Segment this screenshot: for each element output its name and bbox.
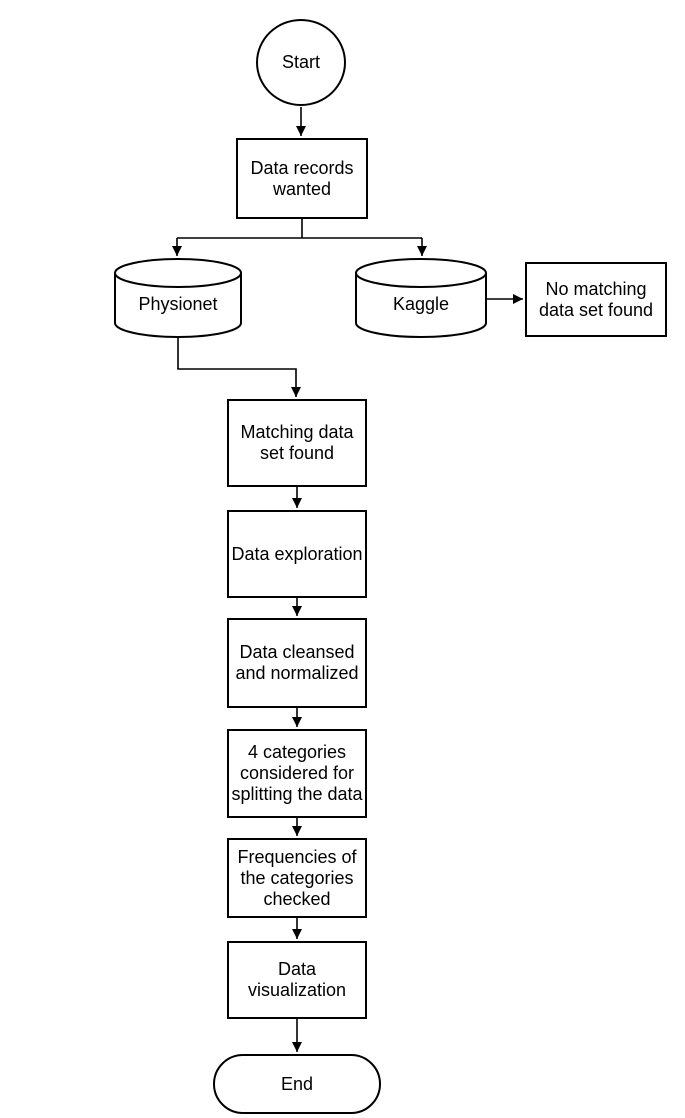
node-end-label: End: [280, 1073, 314, 1094]
node-frequencies-label: Frequencies of the categories checked: [237, 846, 357, 909]
node-data-cleansed-normalized: Data cleansed and normalized: [227, 618, 367, 708]
node-data-visualization: Data visualization: [227, 941, 367, 1019]
node-kaggle-label: Kaggle: [392, 294, 450, 314]
edge-physionet-to-matching: [177, 338, 301, 397]
node-physionet-database: Physionet: [114, 258, 242, 338]
node-data-exploration-label: Data exploration: [231, 543, 363, 564]
node-start: Start: [256, 19, 346, 106]
node-data-cleansed-label: Data cleansed and normalized: [235, 642, 359, 683]
node-physionet-label: Physionet: [138, 294, 218, 314]
node-categories-label: 4 categories considered for splitting th…: [231, 742, 363, 804]
node-frequencies-checked: Frequencies of the categories checked: [227, 838, 367, 918]
node-start-label: Start: [281, 52, 320, 72]
node-data-records-wanted: Data records wanted: [236, 138, 368, 219]
node-no-matching-label: No matching data set found: [538, 278, 654, 320]
node-end: End: [213, 1054, 381, 1114]
node-matching-label: Matching data set found: [240, 422, 354, 463]
node-kaggle-database: Kaggle: [355, 258, 487, 338]
database-cylinder-icon: [355, 258, 487, 338]
node-data-exploration: Data exploration: [227, 510, 367, 598]
database-cylinder-icon: [114, 258, 242, 338]
node-data-records-wanted-label: Data records wanted: [250, 157, 354, 199]
node-no-matching-data-set-found: No matching data set found: [525, 262, 667, 337]
node-categories-considered: 4 categories considered for splitting th…: [227, 729, 367, 818]
node-data-visualization-label: Data visualization: [247, 959, 347, 1000]
edge-branch-line: [177, 219, 422, 239]
node-matching-data-set-found: Matching data set found: [227, 399, 367, 487]
